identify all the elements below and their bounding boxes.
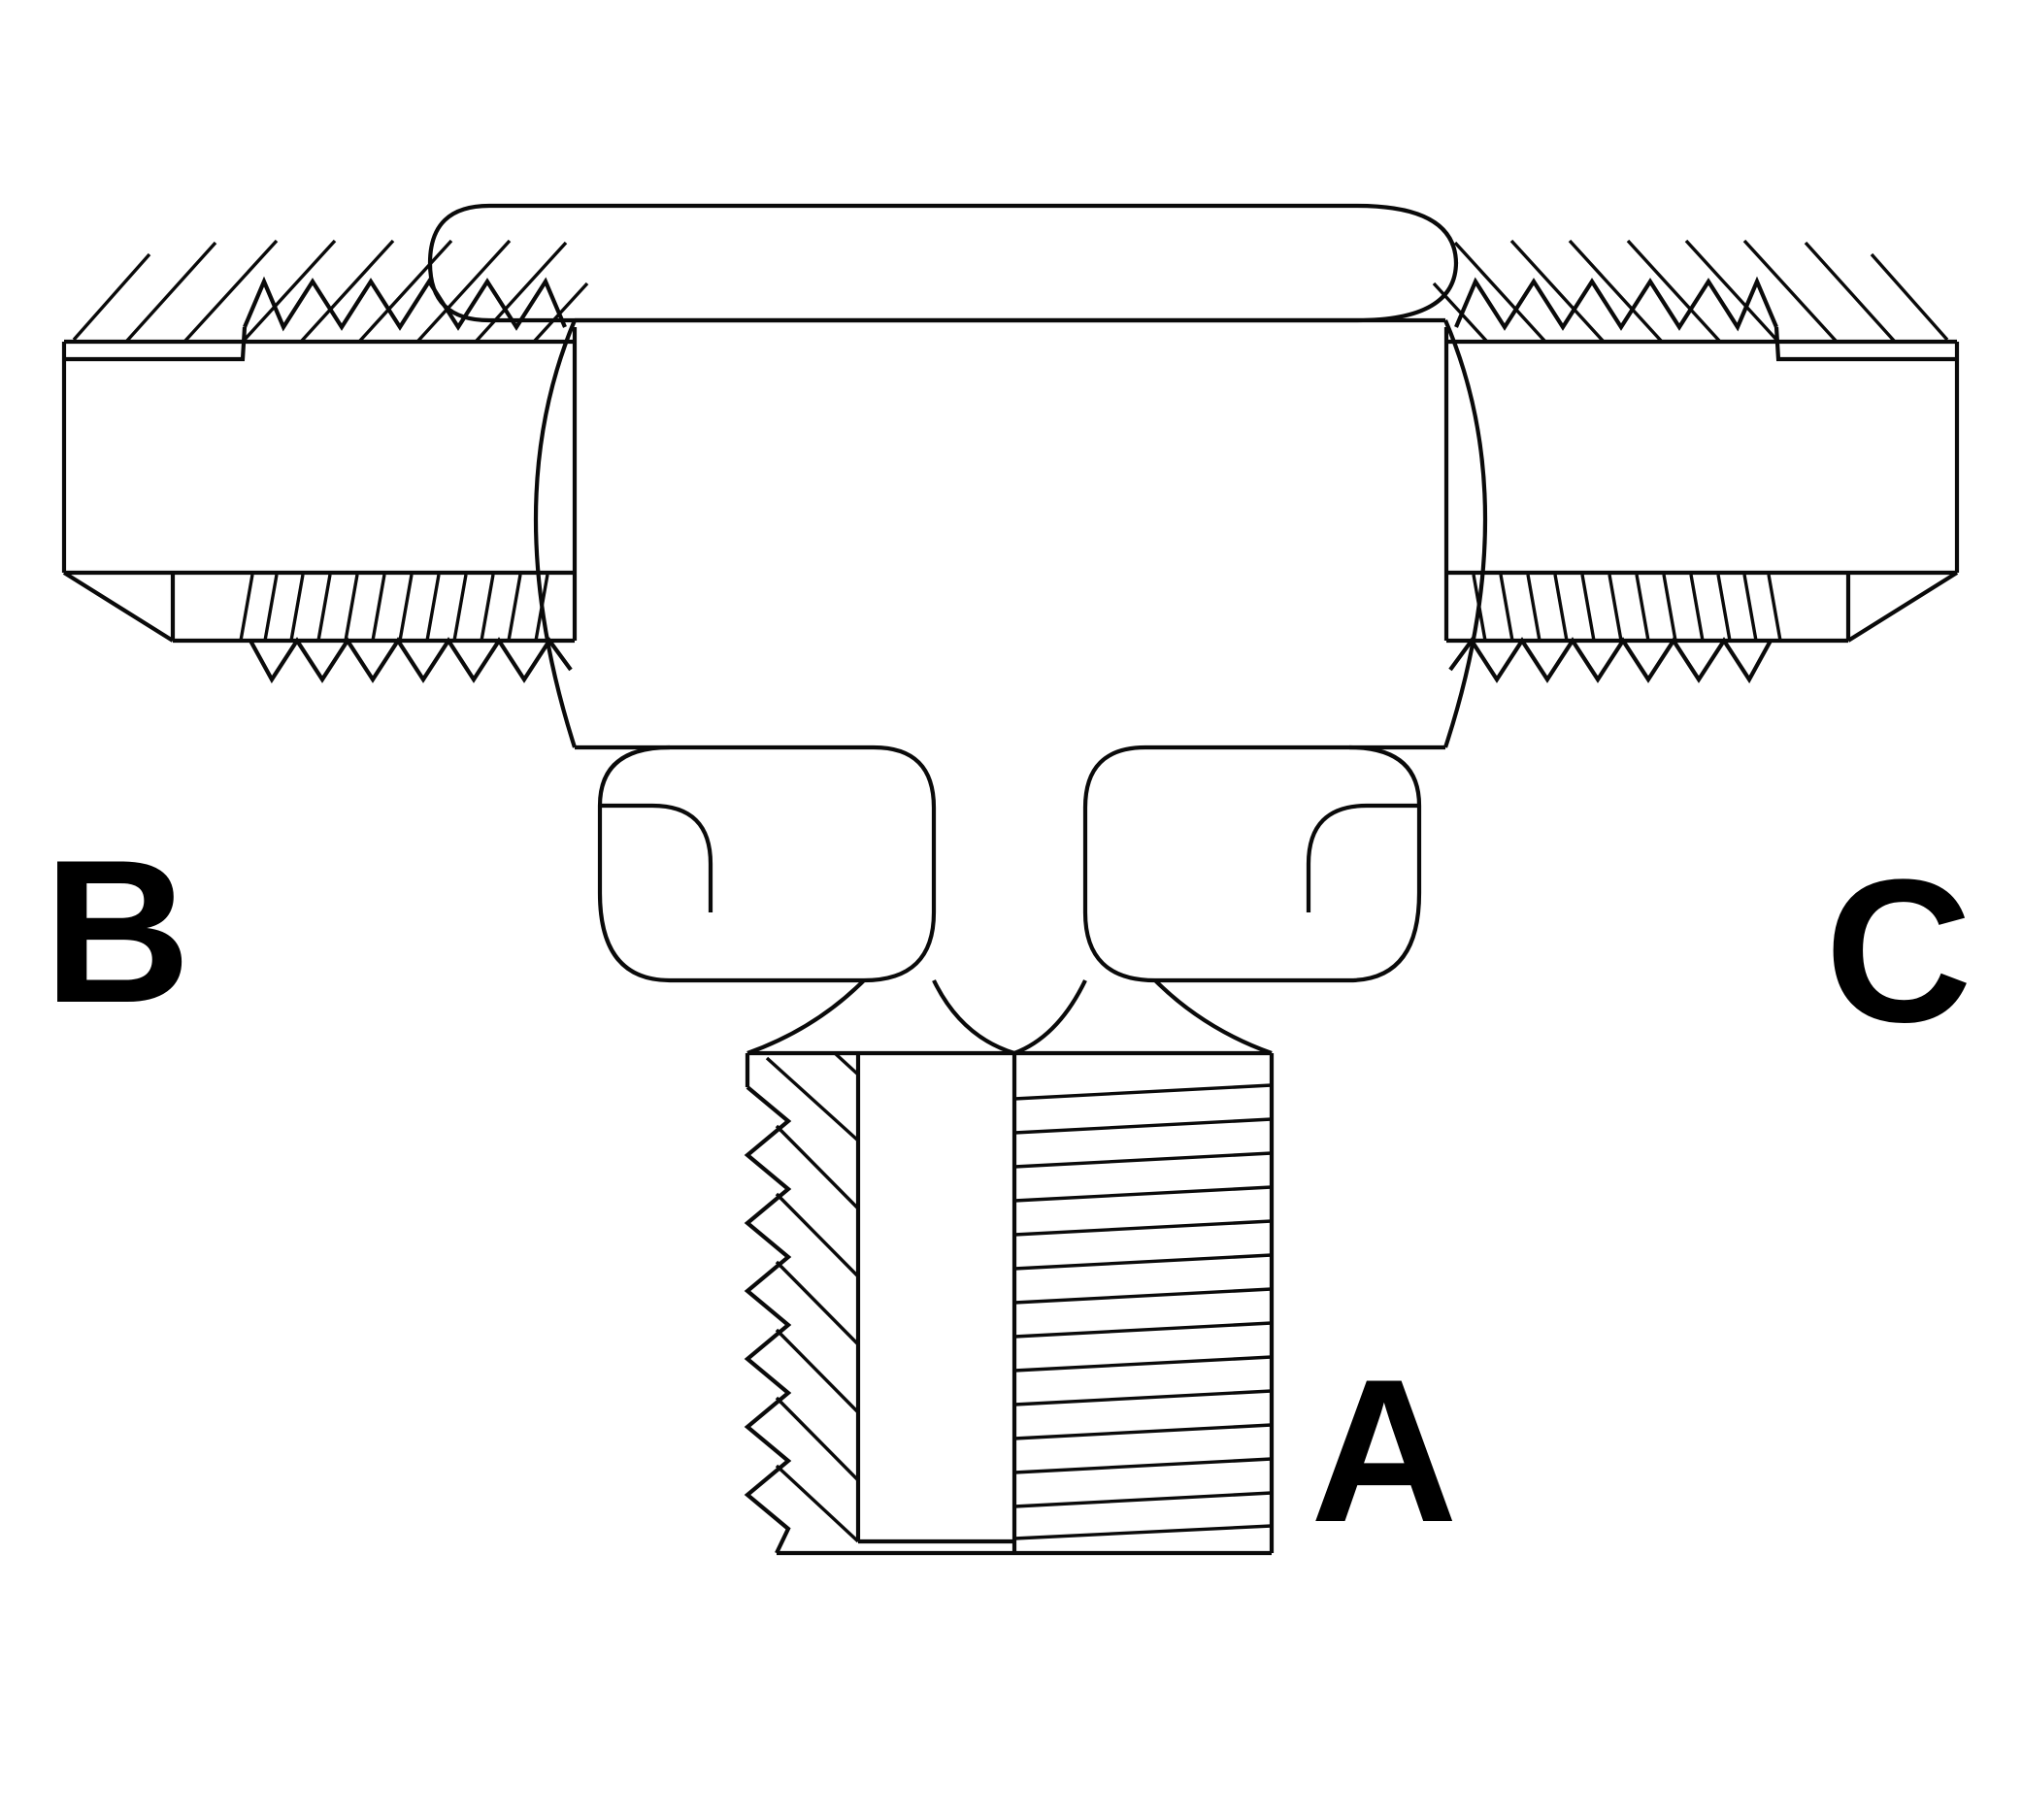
branch-b-left xyxy=(61,239,589,684)
branch-b-top-edge xyxy=(64,326,248,362)
lug-right xyxy=(1348,745,1422,983)
lug-left-notch xyxy=(600,803,713,912)
center-body xyxy=(427,203,1488,1056)
fillet-center-left xyxy=(932,979,1015,1056)
branch-c-chamfer xyxy=(1846,571,1959,643)
fillet-left-to-branch xyxy=(746,978,866,1055)
body-right-wall xyxy=(1443,319,1488,748)
branch-c-right xyxy=(1432,239,1960,684)
fillet-center-right xyxy=(1013,979,1087,1055)
fillet-right-to-branch xyxy=(1153,978,1273,1055)
lug-left xyxy=(597,745,671,983)
label-c: C xyxy=(1825,837,1972,1065)
label-a: A xyxy=(1310,1337,1458,1565)
branch-a-thread-sawtooth xyxy=(744,1085,792,1554)
branch-b-bottom-sawtooth xyxy=(249,637,573,684)
lug-left-outer xyxy=(863,745,937,983)
branch-c-top-edge xyxy=(1773,326,1957,362)
branch-b-thread-ticks xyxy=(239,574,549,642)
branch-a-crest-lines xyxy=(765,1051,860,1543)
body-top-collar xyxy=(427,203,1459,323)
branch-c-bottom-sawtooth xyxy=(1448,637,1773,684)
lug-right-outer xyxy=(1082,745,1156,983)
branch-c-thread-ticks xyxy=(1472,574,1782,642)
lug-right-notch xyxy=(1306,803,1419,912)
branch-c-thread-sawtooth xyxy=(1454,276,1778,332)
branch-b-crest-lines xyxy=(72,239,589,344)
branch-c-crest-lines xyxy=(1432,239,1949,344)
branch-b-chamfer xyxy=(62,571,175,643)
label-b: B xyxy=(44,817,191,1045)
body-left-wall xyxy=(533,319,578,748)
branch-b-thread-sawtooth xyxy=(243,276,567,332)
branch-a-bottom xyxy=(744,1051,1275,1556)
branch-a-thread-ticks xyxy=(1013,1083,1273,1540)
